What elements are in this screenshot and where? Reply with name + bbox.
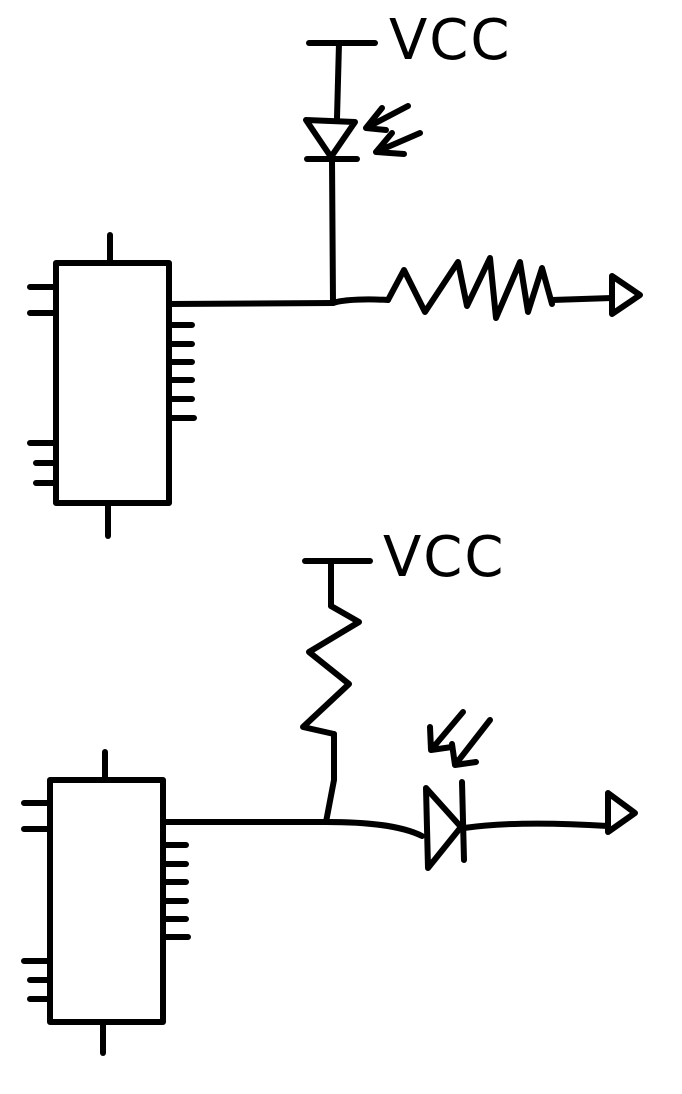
led-triangle <box>423 785 464 871</box>
ic-right-pins <box>160 842 191 940</box>
junction-to-resistor-wire <box>330 296 391 306</box>
output-arrow-icon <box>609 273 643 317</box>
output-arrow-icon <box>605 790 638 835</box>
led-icon <box>423 709 493 871</box>
circuit-2: VCC <box>21 525 638 1056</box>
resistor-icon <box>385 255 555 321</box>
led-triangle <box>303 117 358 160</box>
resistor-to-output-wire <box>549 295 615 303</box>
vcc-label: VCC <box>389 8 512 73</box>
resistor-to-junction-wire <box>323 731 337 825</box>
vcc-label: VCC <box>383 525 506 590</box>
ic-left-pins-bottom <box>21 958 53 1002</box>
light-arrows-icon <box>427 709 493 768</box>
circuit-1: VCC <box>27 8 643 539</box>
light-arrows-icon <box>363 103 423 157</box>
led-to-output-wire <box>461 820 611 831</box>
ic-right-pins <box>166 322 197 421</box>
ic-left-pins-bottom <box>27 440 59 486</box>
vcc-wire <box>334 40 342 121</box>
led-to-junction-wire <box>329 157 336 306</box>
ic-chip-1 <box>27 232 197 539</box>
ic-left-pins-top <box>21 800 53 832</box>
ic-body <box>53 260 172 506</box>
signal-wire <box>166 300 336 307</box>
ic-body <box>47 777 166 1025</box>
led-cathode-bar <box>459 779 467 863</box>
led-icon <box>303 103 423 162</box>
junction-to-led-wire <box>323 819 425 839</box>
ic-chip-2 <box>21 749 191 1056</box>
resistor-icon <box>300 603 362 737</box>
ic-left-pins-top <box>27 284 59 316</box>
